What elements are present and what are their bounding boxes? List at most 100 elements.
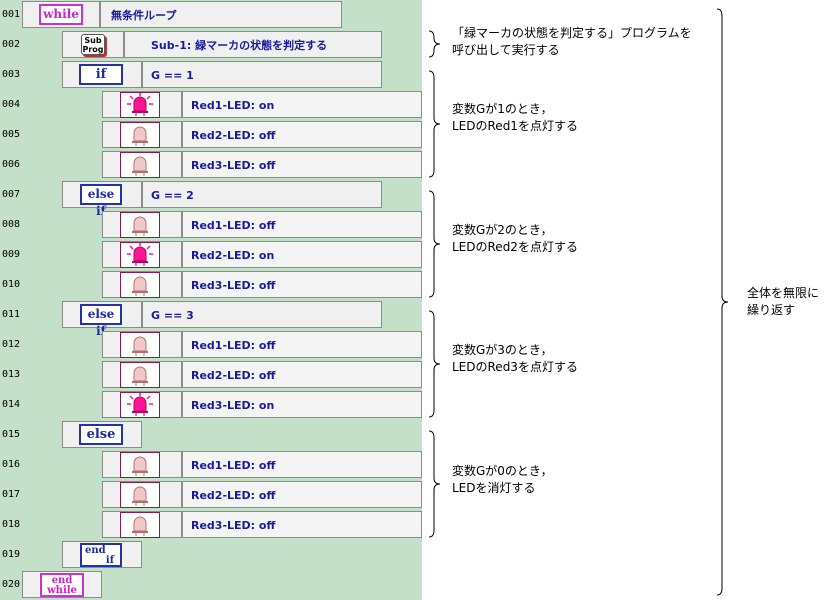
program-line: 005 Red2-LED: off [0,120,422,150]
led-command-cell[interactable]: Red3-LED: on [182,391,422,418]
led-command-cell[interactable]: Red1-LED: off [182,331,422,358]
led-icon-cell[interactable] [102,451,182,478]
condition-expression: G == 1 [151,69,194,82]
line-number: 002 [2,39,21,50]
while-keyword[interactable]: while [39,4,83,25]
line-number: 003 [2,69,21,80]
annotation-line: 繰り返す [747,303,796,317]
led-icon-box[interactable] [120,452,160,478]
led-command-cell[interactable]: Red1-LED: off [182,451,422,478]
line-number: 009 [2,249,21,260]
annotation-line: LEDを消灯する [452,481,536,495]
led-command-cell[interactable]: Red2-LED: off [182,361,422,388]
led-command-cell[interactable]: Red1-LED: on [182,91,422,118]
annotation-line: 変数Gが2のとき， [452,223,553,237]
annotation-note: 「緑マーカの状態を判定する」プログラムを呼び出して実行する [452,25,692,59]
curly-brace-icon [428,190,441,298]
led-icon-box[interactable] [120,482,160,508]
led-icon-cell[interactable] [102,211,182,238]
led-icon-box[interactable] [120,332,160,358]
led-icon-box[interactable] [120,212,160,238]
led-lit-icon [127,243,153,266]
line-number: 005 [2,129,21,140]
subprogram-call-text: Sub-1: 緑マーカの状態を判定する [151,39,328,52]
led-lit-icon [127,93,153,116]
led-command-text: Red2-LED: off [191,489,276,502]
if-keyword-cell[interactable]: if [62,61,142,88]
line-number: 001 [2,9,21,20]
led-icon-cell[interactable] [102,241,182,268]
elseif-condition-cell[interactable]: G == 2 [142,181,382,208]
led-icon-box[interactable] [120,152,160,178]
led-command-cell[interactable]: Red2-LED: on [182,241,422,268]
led-command-cell[interactable]: Red3-LED: off [182,271,422,298]
led-icon-cell[interactable] [102,391,182,418]
while-condition-cell[interactable]: 無条件ループ [100,1,342,28]
subprogram-call-cell[interactable]: Sub-1: 緑マーカの状態を判定する [124,31,382,58]
led-command-cell[interactable]: Red2-LED: off [182,481,422,508]
led-icon-box[interactable] [120,122,160,148]
subprogram-icon-label-bottom: Prog [82,45,104,54]
led-icon-cell[interactable] [102,121,182,148]
else-keyword[interactable]: else [79,424,123,445]
end-keyword-top: end [51,575,73,586]
line-number: 020 [2,579,21,590]
line-number: 013 [2,369,21,380]
led-unlit-icon [132,366,148,386]
annotation-line: 全体を無限に [747,286,820,300]
led-command-cell[interactable]: Red3-LED: off [182,511,422,538]
end-keyword-bottom: while [47,585,77,596]
led-unlit-icon [132,216,148,236]
led-icon-cell[interactable] [102,91,182,118]
line-number: 007 [2,189,21,200]
else-keyword-cell[interactable]: else [62,421,142,448]
led-icon-box[interactable] [120,362,160,388]
led-command-cell[interactable]: Red2-LED: off [182,121,422,148]
annotation-line: 変数Gが0のとき， [452,464,553,478]
led-icon-box[interactable] [120,272,160,298]
led-command-text: Red2-LED: on [191,249,275,262]
line-number: 017 [2,489,21,500]
line-number: 006 [2,159,21,170]
program-line: 007 else if G == 2 [0,180,422,218]
elseif-keyword[interactable]: else if [80,304,122,338]
led-command-cell[interactable]: Red1-LED: off [182,211,422,238]
led-icon-cell[interactable] [102,511,182,538]
led-icon-cell[interactable] [102,331,182,358]
led-icon-box[interactable] [120,512,160,538]
led-icon-box[interactable] [120,392,160,418]
elseif-condition-cell[interactable]: G == 3 [142,301,382,328]
while-condition: 無条件ループ [111,9,177,22]
while-keyword-cell[interactable]: while [22,1,100,28]
elseif-keyword[interactable]: else if [80,184,122,218]
condition-expression: G == 3 [151,309,194,322]
led-icon-cell[interactable] [102,481,182,508]
led-unlit-icon [132,156,148,176]
led-icon-cell[interactable] [102,271,182,298]
led-lit-icon [127,393,153,416]
led-icon-cell[interactable] [102,361,182,388]
led-unlit-icon [132,516,148,536]
led-icon-box[interactable] [120,92,160,118]
elseif-keyword-cell[interactable]: else if [62,181,142,218]
led-command-cell[interactable]: Red3-LED: off [182,151,422,178]
elseif-keyword-cell[interactable]: else if [62,301,142,338]
if-condition-cell[interactable]: G == 1 [142,61,382,88]
led-icon-box[interactable] [120,242,160,268]
if-keyword[interactable]: if [79,64,123,85]
annotation-note: 変数Gが1のとき，LEDのRed1を点灯する [452,101,578,135]
led-icon-cell[interactable] [102,151,182,178]
